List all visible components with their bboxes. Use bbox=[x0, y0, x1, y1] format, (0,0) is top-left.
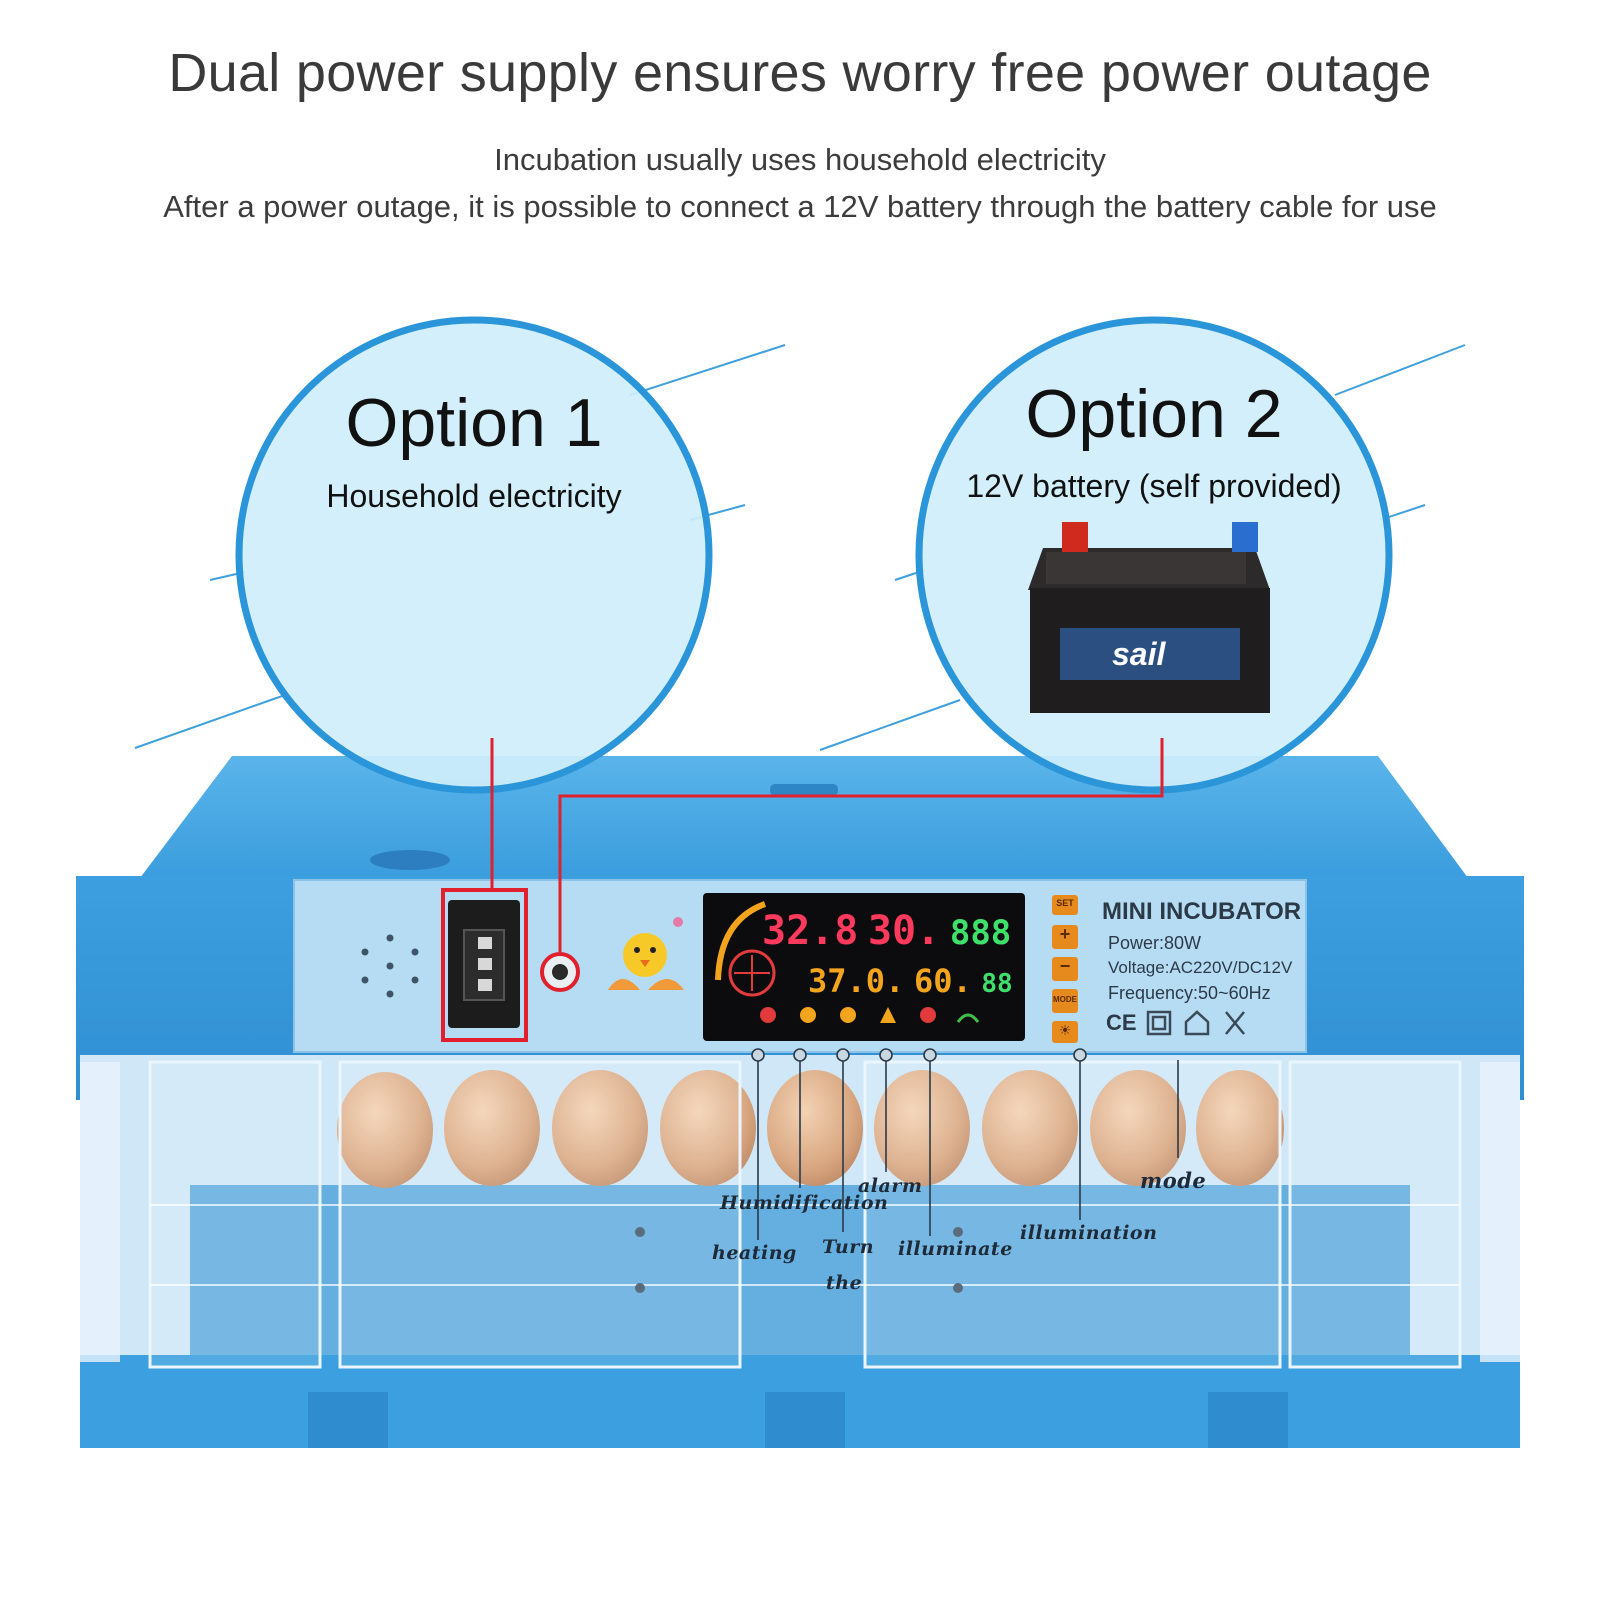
subtitle-line-1: Incubation usually uses household electr… bbox=[494, 142, 1106, 177]
spec-power: Power:80W bbox=[1108, 933, 1202, 953]
lcd-screen bbox=[703, 893, 1025, 1041]
egg bbox=[874, 1070, 970, 1186]
annotation-the: the bbox=[826, 1272, 863, 1294]
button-mode-label[interactable]: MODE bbox=[1053, 995, 1077, 1004]
base-foot-mid bbox=[765, 1392, 845, 1448]
lcd-row-2: 37.0. 60. 88 bbox=[808, 962, 1013, 1000]
annotation-mode: mode bbox=[1140, 1168, 1207, 1193]
tray-dot bbox=[635, 1227, 645, 1237]
egg bbox=[1196, 1070, 1284, 1186]
option2-title: Option 2 bbox=[1025, 376, 1283, 452]
egg bbox=[1090, 1070, 1186, 1186]
drawer-frame bbox=[1288, 1060, 1462, 1369]
window-tray bbox=[190, 1185, 1410, 1355]
deco-line bbox=[134, 694, 286, 749]
button-minus bbox=[1052, 957, 1078, 981]
lcd-gauge-icon bbox=[715, 901, 776, 997]
headline: Dual power supply ensures worry free pow… bbox=[168, 43, 1432, 103]
annotation-alarm: alarm bbox=[858, 1175, 923, 1197]
option2-description: 12V battery (self provided) bbox=[966, 468, 1342, 504]
lcd-turn-count: 88 bbox=[981, 969, 1013, 999]
window-side-right bbox=[1480, 1062, 1520, 1362]
ce-mark-icon: CE bbox=[1106, 1010, 1137, 1035]
annotation-illumination: illumination bbox=[1020, 1222, 1158, 1244]
lid-vent bbox=[370, 850, 450, 870]
button-plus-label[interactable]: + bbox=[1059, 924, 1071, 944]
annotation-pointers bbox=[751, 1048, 1179, 1240]
battery-cable-line bbox=[558, 738, 1164, 952]
egg bbox=[337, 1072, 433, 1188]
panel-buttons bbox=[1052, 895, 1078, 1043]
eggs bbox=[337, 1070, 1284, 1188]
lcd-row-1: 32.8 30. 888 bbox=[762, 908, 1011, 954]
lcd-humidity-current: 30. bbox=[867, 908, 941, 954]
annotation-humidification: Humidification bbox=[720, 1192, 889, 1214]
base-foot-right bbox=[1208, 1392, 1288, 1448]
power-inlet-pin bbox=[478, 958, 492, 970]
chick-mascot-icon bbox=[608, 917, 684, 990]
button-plus bbox=[1052, 925, 1078, 949]
egg bbox=[444, 1070, 540, 1186]
window-side-left bbox=[80, 1062, 120, 1362]
button-mode bbox=[1052, 989, 1078, 1013]
annotation-turn: Turn bbox=[822, 1236, 875, 1258]
deco-line bbox=[1334, 344, 1466, 396]
incubator-lid bbox=[140, 756, 1468, 878]
option1-title: Option 1 bbox=[345, 385, 603, 461]
power-inlet-pin bbox=[478, 979, 492, 991]
lcd-status-icons bbox=[760, 1007, 980, 1023]
egg bbox=[552, 1070, 648, 1186]
lcd-temperature-set: 37.0. bbox=[808, 962, 905, 1000]
power-inlet-pin bbox=[478, 937, 492, 949]
spec-voltage: Voltage:AC220V/DC12V bbox=[1108, 958, 1293, 977]
deco-line bbox=[629, 344, 786, 396]
deco-line bbox=[819, 699, 961, 751]
annotation-illuminate: illuminate bbox=[898, 1238, 1013, 1260]
spec-frequency: Frequency:50~60Hz bbox=[1108, 983, 1271, 1003]
drawer-frame bbox=[863, 1060, 1282, 1369]
certification-icons bbox=[1146, 1010, 1245, 1036]
egg bbox=[660, 1070, 756, 1186]
option1-circle bbox=[235, 316, 713, 794]
battery-icon bbox=[1028, 522, 1270, 713]
annotation-heating: heating bbox=[712, 1242, 797, 1264]
dc-jack-core bbox=[552, 964, 568, 980]
base-foot-left bbox=[308, 1392, 388, 1448]
speaker-grille bbox=[361, 934, 419, 998]
tray-dot bbox=[953, 1227, 963, 1237]
lid-knob bbox=[770, 784, 838, 796]
button-light-label[interactable]: ☀ bbox=[1058, 1022, 1072, 1038]
drawer-frame bbox=[148, 1060, 322, 1369]
button-set-label[interactable]: SET bbox=[1056, 898, 1074, 908]
egg bbox=[982, 1070, 1078, 1186]
button-minus-label[interactable]: − bbox=[1059, 956, 1071, 976]
lcd-days: 888 bbox=[949, 913, 1012, 953]
subtitle-line-2: After a power outage, it is possible to … bbox=[163, 189, 1437, 224]
battery-brand: sail bbox=[1112, 636, 1166, 672]
button-light bbox=[1052, 1021, 1078, 1043]
drawer-frame bbox=[338, 1060, 742, 1369]
lcd-temperature-current: 32.8 bbox=[762, 908, 859, 954]
option1-description: Household electricity bbox=[326, 478, 622, 514]
button-set bbox=[1052, 895, 1078, 915]
tray-dot bbox=[953, 1283, 963, 1293]
egg bbox=[767, 1070, 863, 1186]
power-inlet-highlight bbox=[441, 888, 528, 1042]
lcd-humidity-set: 60. bbox=[913, 962, 972, 1000]
product-name: MINI INCUBATOR bbox=[1102, 898, 1302, 925]
tray-dot bbox=[635, 1283, 645, 1293]
